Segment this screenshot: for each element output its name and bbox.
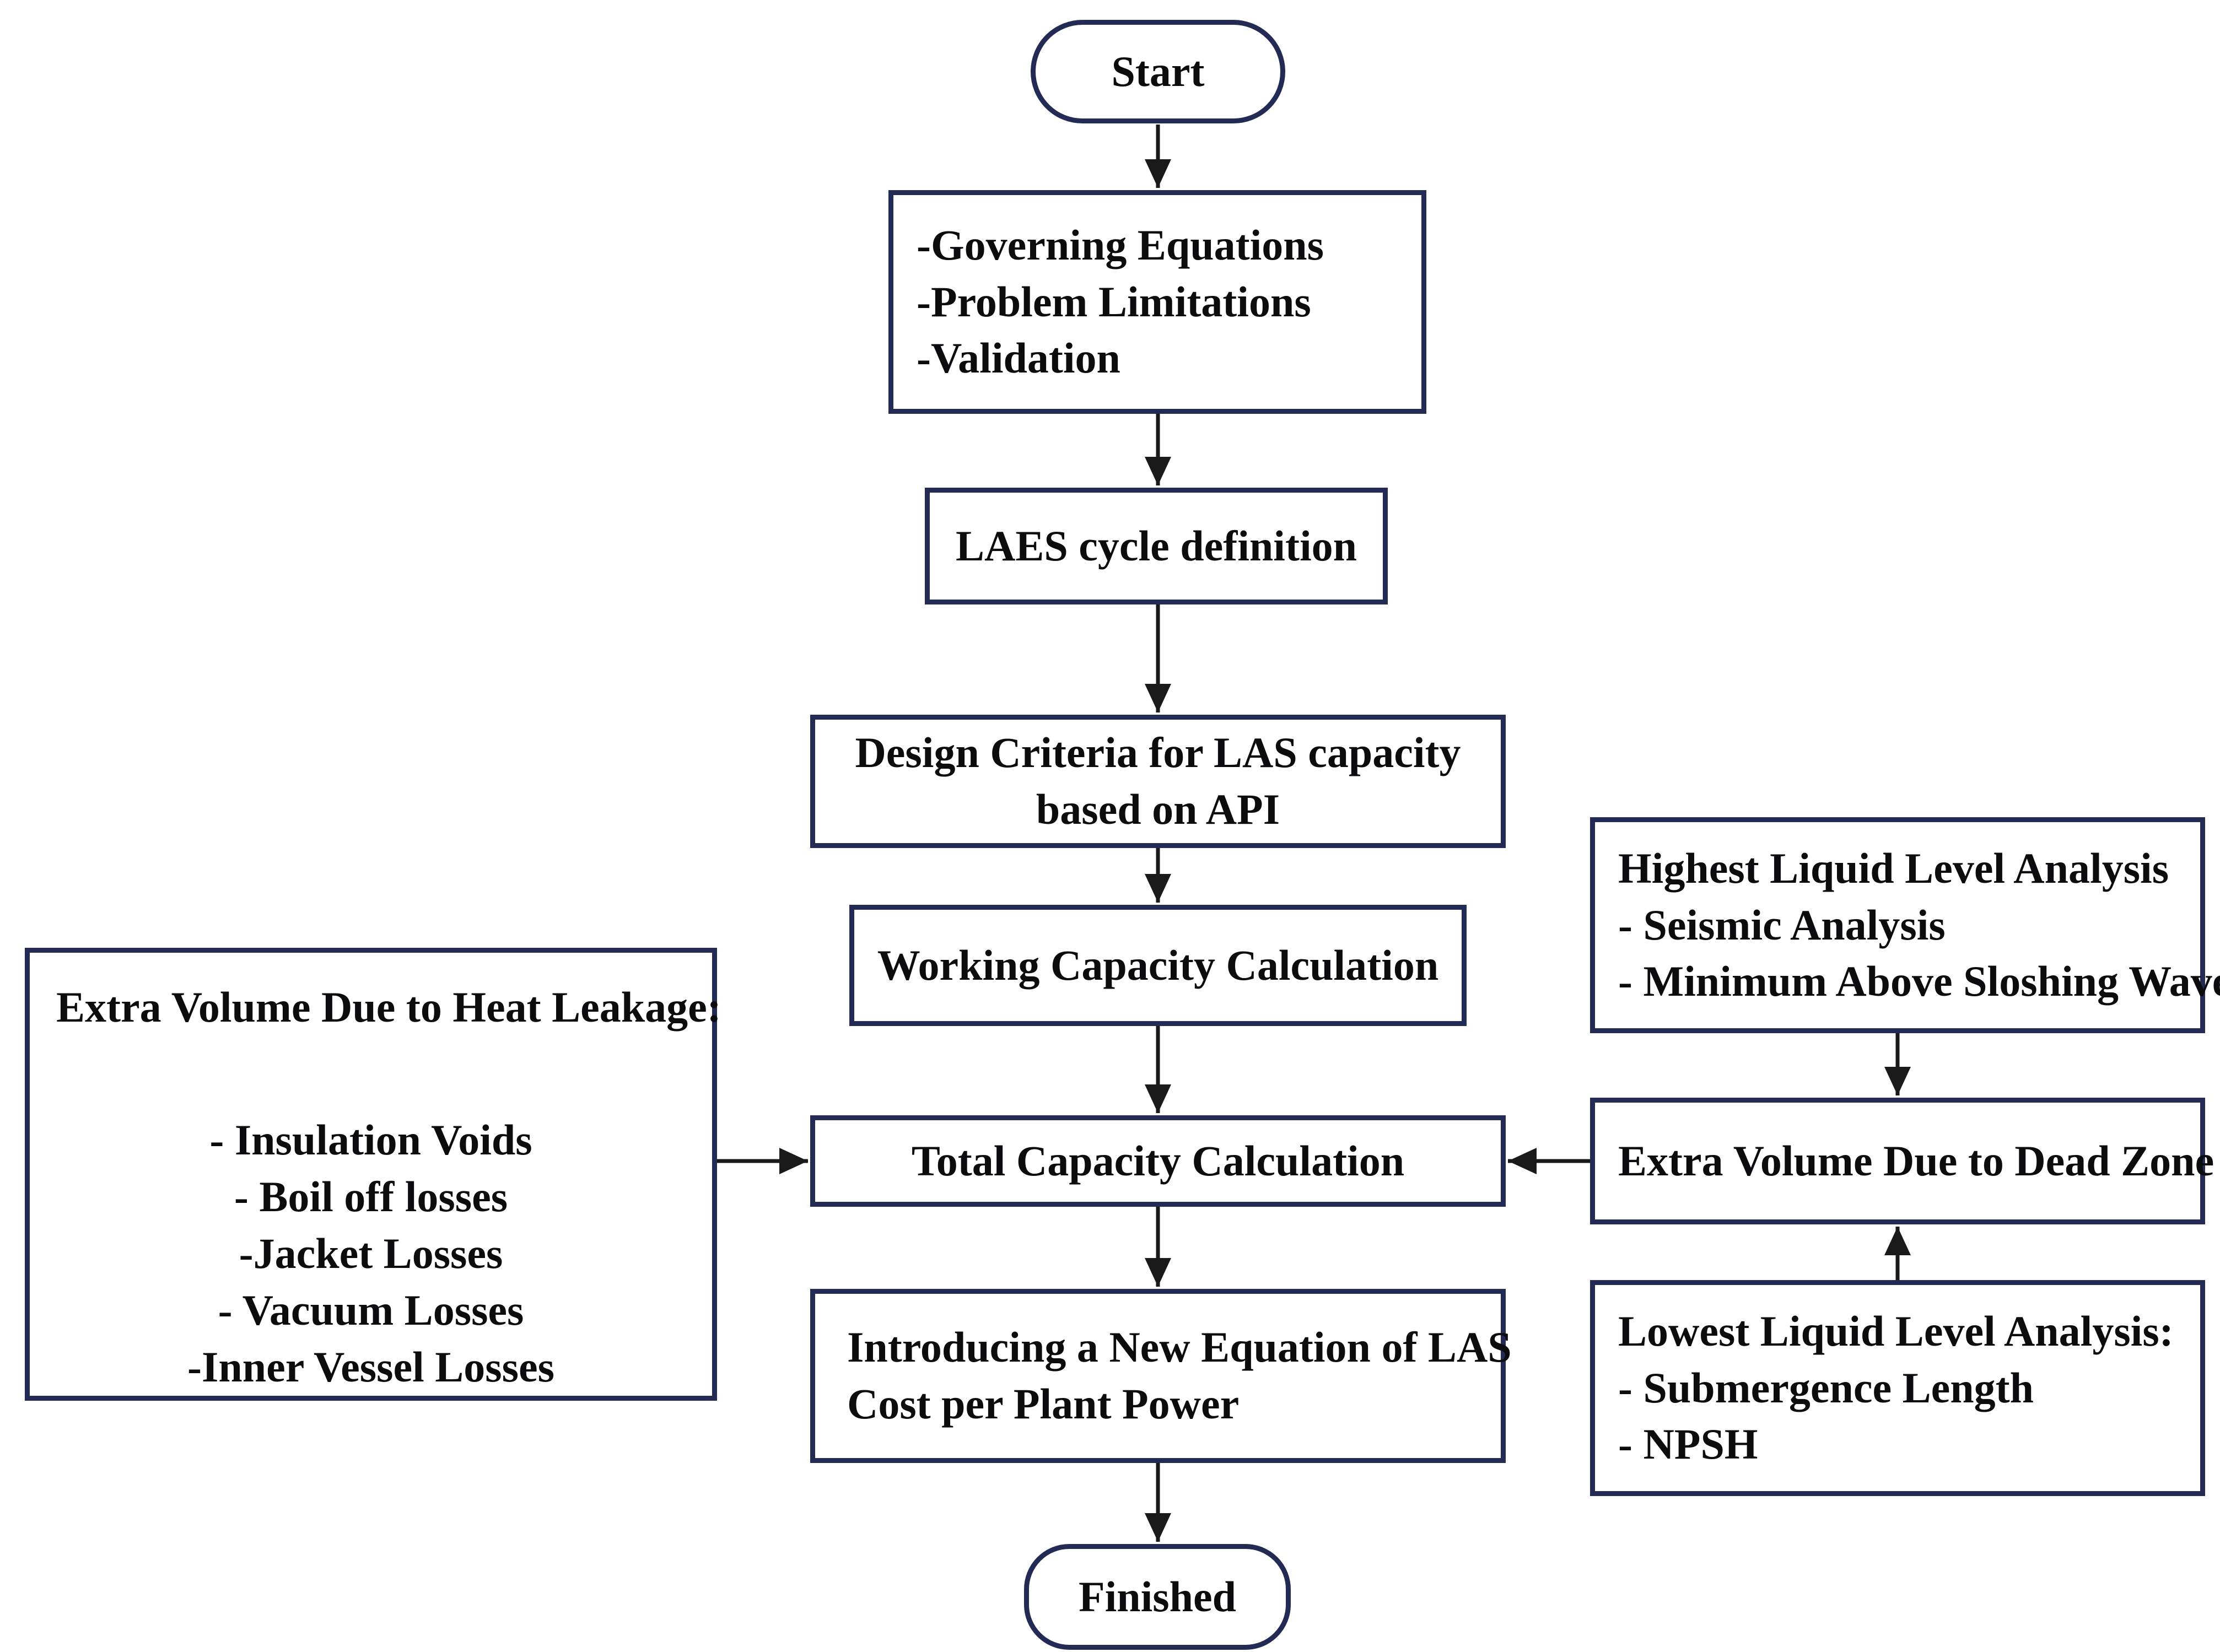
highest-line: Highest Liquid Level Analysis <box>1618 844 2169 892</box>
governing-line: -Validation <box>917 334 1120 382</box>
node-highest-liquid-level: Highest Liquid Level Analysis - Seismic … <box>1590 817 2220 1033</box>
governing-line: -Governing Equations <box>917 220 1324 269</box>
design-line: Design Criteria for LAS capacity <box>855 728 1461 777</box>
node-heat-leakage: Extra Volume Due to Heat Leakage: - Insu… <box>25 948 721 1401</box>
heat-leakage-item: -Jacket Losses <box>239 1229 503 1277</box>
finished-label: Finished <box>1078 1572 1237 1621</box>
laes-label: LAES cycle definition <box>955 521 1357 570</box>
node-working-capacity: Working Capacity Calculation <box>849 905 1467 1026</box>
design-line: based on API <box>1036 785 1280 833</box>
node-start: Start <box>1031 20 1285 123</box>
working-label: Working Capacity Calculation <box>877 941 1439 989</box>
lowest-line: - Submergence Length <box>1618 1363 2034 1412</box>
node-governing-equations: -Governing Equations -Problem Limitation… <box>888 190 1426 414</box>
node-laes-cycle-definition: LAES cycle definition <box>925 488 1388 604</box>
heat-leakage-items: - Insulation Voids - Boil off losses -Ja… <box>30 1112 712 1396</box>
highest-line: - Seismic Analysis <box>1618 900 1946 949</box>
governing-line: -Problem Limitations <box>917 277 1311 326</box>
total-label: Total Capacity Calculation <box>911 1136 1405 1185</box>
heat-leakage-item: - Vacuum Losses <box>218 1286 524 1334</box>
heat-leakage-title-text: Extra Volume Due to Heat Leakage: <box>56 983 721 1031</box>
node-lowest-liquid-level: Lowest Liquid Level Analysis: - Submerge… <box>1590 1280 2205 1496</box>
equation-line: Cost per Plant Power <box>847 1380 1240 1428</box>
dead-zone-label: Extra Volume Due to Dead Zone <box>1618 1136 2214 1185</box>
heat-leakage-item: - Insulation Voids <box>209 1115 532 1164</box>
highest-line: - Minimum Above Sloshing Wave <box>1618 957 2220 1006</box>
node-new-equation: Introducing a New Equation of LAS Cost p… <box>810 1289 1512 1463</box>
heat-leakage-item: -Inner Vessel Losses <box>187 1342 554 1391</box>
equation-line: Introducing a New Equation of LAS <box>847 1323 1512 1372</box>
node-total-capacity: Total Capacity Calculation <box>810 1115 1506 1207</box>
node-design-criteria: Design Criteria for LAS capacity based o… <box>810 715 1506 848</box>
lowest-line: Lowest Liquid Level Analysis: <box>1618 1307 2174 1355</box>
node-dead-zone: Extra Volume Due to Dead Zone <box>1590 1098 2214 1224</box>
heat-leakage-title: Extra Volume Due to Heat Leakage: <box>30 979 721 1036</box>
start-label: Start <box>1111 47 1205 95</box>
heat-leakage-item: - Boil off losses <box>234 1172 508 1221</box>
node-finished: Finished <box>1024 1544 1291 1650</box>
lowest-line: - NPSH <box>1618 1420 1758 1469</box>
